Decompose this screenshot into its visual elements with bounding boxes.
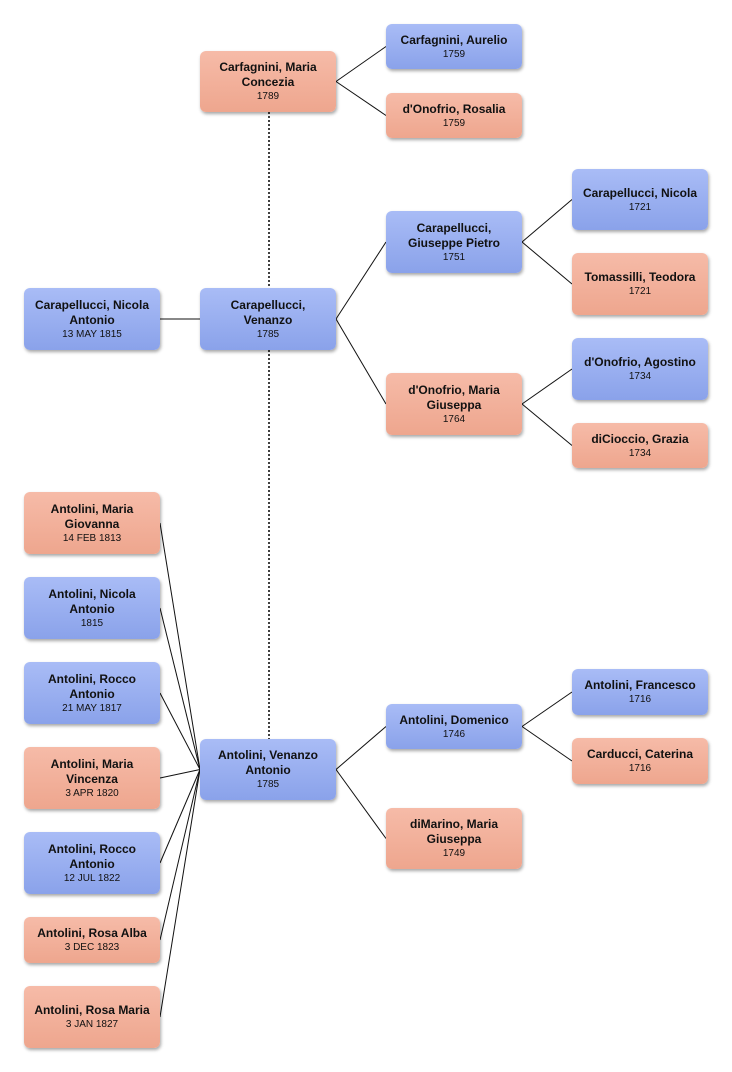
person-name: Antolini, Domenico: [399, 712, 509, 727]
relationship-line: [335, 726, 387, 770]
person-dimarino-maria-giuseppa[interactable]: diMarino, Maria Giuseppa 1749: [386, 808, 522, 869]
relationship-line: [159, 769, 201, 779]
person-name: Carapellucci, Giuseppe Pietro: [407, 220, 501, 250]
person-name: d'Onofrio, Rosalia: [402, 101, 506, 116]
person-antolini-francesco[interactable]: Antolini, Francesco 1716: [572, 669, 708, 715]
person-name: Antolini, Maria Vincenza: [50, 756, 134, 786]
person-antolini-rocco-antonio-1822[interactable]: Antolini, Rocco Antonio 12 JUL 1822: [24, 832, 160, 894]
relationship-line: [159, 692, 201, 770]
relationship-line: [335, 241, 387, 320]
person-date: 1734: [628, 371, 652, 382]
person-date: 21 MAY 1817: [62, 702, 122, 714]
relationship-line: [335, 318, 387, 405]
person-name: Carapellucci, Nicola Antonio: [34, 297, 150, 327]
person-antolini-maria-vincenza[interactable]: Antolini, Maria Vincenza 3 APR 1820: [24, 747, 160, 809]
relationship-line: [335, 81, 387, 116]
person-name: Carducci, Caterina: [586, 747, 694, 761]
person-date: 3 APR 1820: [65, 787, 119, 799]
person-date: 1785: [256, 779, 280, 790]
person-antolini-maria-giovanna[interactable]: Antolini, Maria Giovanna 14 FEB 1813: [24, 492, 160, 554]
person-date: 1721: [628, 201, 652, 213]
person-date: 1785: [256, 328, 280, 340]
relationship-line: [521, 368, 573, 405]
person-carapellucci-nicola-antonio[interactable]: Carapellucci, Nicola Antonio 13 MAY 1815: [24, 288, 160, 350]
person-name: Carapellucci, Nicola: [582, 185, 698, 200]
person-date: 3 DEC 1823: [64, 942, 120, 953]
person-date: 1734: [628, 447, 652, 459]
person-date: 1746: [442, 728, 466, 740]
person-date: 13 MAY 1815: [62, 328, 122, 340]
relationship-line: [521, 403, 573, 446]
person-name: Antolini, Rocco Antonio: [48, 671, 136, 701]
relationship-line: [159, 769, 201, 864]
person-donofrio-rosalia[interactable]: d'Onofrio, Rosalia 1759: [386, 93, 522, 138]
person-name: d'Onofrio, Agostino: [584, 355, 696, 369]
person-date: 1751: [442, 251, 466, 263]
person-name: Antolini, Nicola Antonio: [48, 586, 136, 616]
relationship-line: [335, 769, 387, 839]
relationship-line: [521, 726, 573, 762]
person-name: diMarino, Maria Giuseppa: [409, 817, 498, 846]
person-date: 1759: [442, 48, 466, 60]
relationship-line: [159, 769, 201, 1018]
person-date: 1716: [628, 694, 652, 705]
person-antolini-domenico[interactable]: Antolini, Domenico 1746: [386, 704, 522, 749]
person-name: Carapellucci, Venanzo: [230, 297, 306, 327]
person-carfagnini-maria-concezia[interactable]: Carfagnini, Maria Concezia 1789: [200, 51, 336, 112]
person-antolini-rosa-alba[interactable]: Antolini, Rosa Alba 3 DEC 1823: [24, 917, 160, 963]
relationship-line: [159, 607, 201, 770]
person-carapellucci-venanzo[interactable]: Carapellucci, Venanzo 1785: [200, 288, 336, 350]
person-name: Antolini, Francesco: [584, 678, 696, 692]
relationship-line: [521, 241, 573, 285]
person-date: 1764: [442, 413, 466, 425]
person-dicioccio-grazia[interactable]: diCioccio, Grazia 1734: [572, 423, 708, 468]
person-donofrio-maria-giuseppa[interactable]: d'Onofrio, Maria Giuseppa 1764: [386, 373, 522, 435]
person-date: 1721: [628, 286, 652, 297]
relationship-line: [159, 522, 201, 770]
relationship-line: [521, 199, 573, 243]
person-name: Carfagnini, Aurelio: [400, 32, 508, 47]
person-name: Antolini, Venanzo Antonio: [217, 748, 318, 777]
person-antolini-rocco-antonio-1817[interactable]: Antolini, Rocco Antonio 21 MAY 1817: [24, 662, 160, 724]
person-date: 1789: [256, 91, 280, 102]
person-tomassilli-teodora[interactable]: Tomassilli, Teodora 1721: [572, 253, 708, 315]
person-carfagnini-aurelio[interactable]: Carfagnini, Aurelio 1759: [386, 24, 522, 69]
person-date: 1815: [80, 617, 104, 629]
person-name: Carfagnini, Maria Concezia: [219, 60, 317, 89]
person-carapellucci-giuseppe-pietro[interactable]: Carapellucci, Giuseppe Pietro 1751: [386, 211, 522, 273]
person-antolini-nicola-antonio[interactable]: Antolini, Nicola Antonio 1815: [24, 577, 160, 639]
person-name: diCioccio, Grazia: [591, 431, 689, 446]
person-date: 3 JAN 1827: [65, 1019, 119, 1030]
person-date: 14 FEB 1813: [62, 532, 122, 544]
person-antolini-rosa-maria[interactable]: Antolini, Rosa Maria 3 JAN 1827: [24, 986, 160, 1048]
person-date: 1716: [628, 763, 652, 774]
person-date: 1749: [442, 848, 466, 859]
relationship-line: [159, 769, 201, 941]
person-name: d'Onofrio, Maria Giuseppa: [408, 382, 500, 412]
person-carducci-caterina[interactable]: Carducci, Caterina 1716: [572, 738, 708, 784]
person-date: 12 JUL 1822: [63, 872, 121, 884]
person-name: Antolini, Rosa Maria: [34, 1003, 150, 1017]
relationship-line: [521, 691, 573, 727]
person-name: Antolini, Maria Giovanna: [50, 501, 134, 531]
person-carapellucci-nicola[interactable]: Carapellucci, Nicola 1721: [572, 169, 708, 230]
person-donofrio-agostino[interactable]: d'Onofrio, Agostino 1734: [572, 338, 708, 400]
person-name: Tomassilli, Teodora: [584, 270, 696, 284]
person-antolini-venanzo-antonio[interactable]: Antolini, Venanzo Antonio 1785: [200, 739, 336, 800]
person-name: Antolini, Rocco Antonio: [48, 841, 136, 871]
person-name: Antolini, Rosa Alba: [37, 926, 147, 940]
relationship-line: [335, 46, 387, 82]
person-date: 1759: [442, 117, 466, 129]
